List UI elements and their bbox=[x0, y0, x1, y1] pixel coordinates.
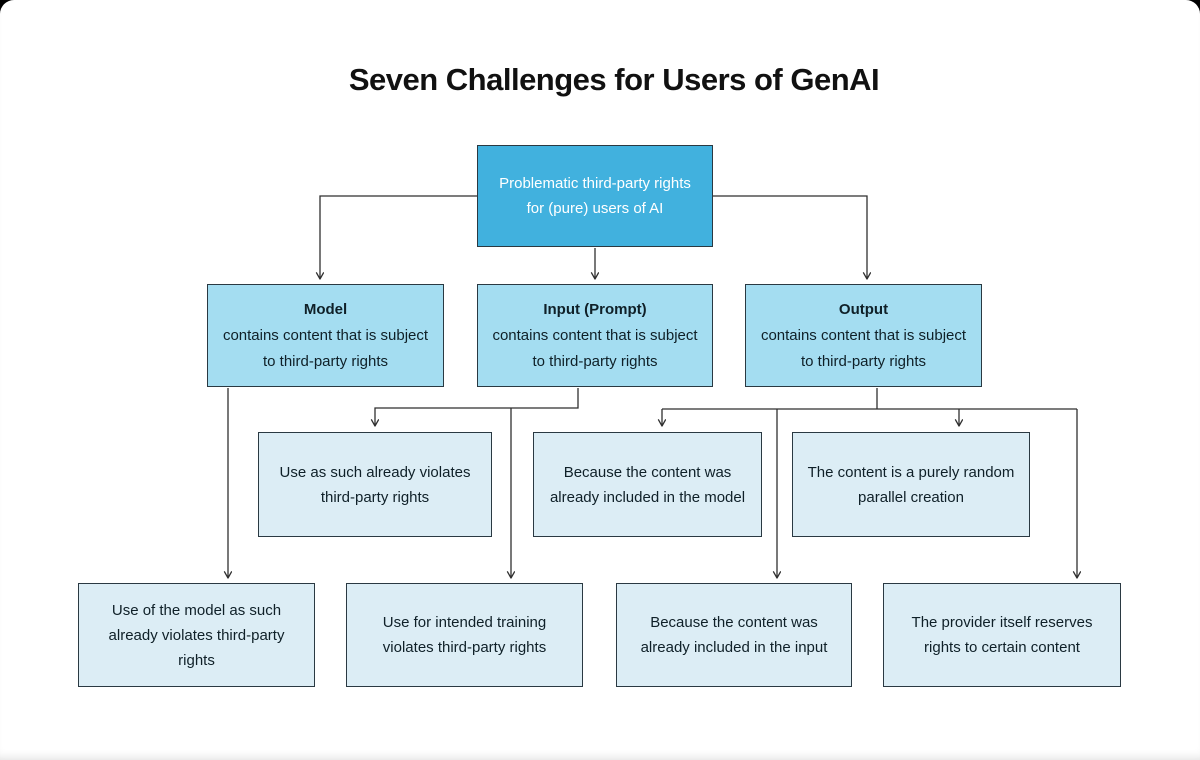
node-included-in-input: Because the content was already included… bbox=[616, 583, 852, 687]
node-model-body: contains content that is subject to thir… bbox=[222, 326, 429, 370]
node-root-label: Problematic third-party rights for (pure… bbox=[499, 175, 691, 217]
node-use-as-such: Use as such already violates third-party… bbox=[258, 432, 492, 537]
node-output-heading: Output bbox=[838, 300, 889, 318]
node-intended-training-label: Use for intended training violates third… bbox=[382, 614, 547, 656]
node-use-as-such-label: Use as such already violates third-party… bbox=[279, 463, 471, 506]
connector-input-to-mid1 bbox=[375, 388, 579, 426]
node-input-prompt: Input (Prompt) contains content that is … bbox=[477, 284, 713, 387]
node-included-in-model: Because the content was already included… bbox=[533, 432, 762, 537]
node-included-in-model-label: Because the content was already included… bbox=[549, 463, 746, 506]
node-provider-reserves-rights-label: The provider itself reserves rights to c… bbox=[911, 614, 1093, 656]
node-intended-training: Use for intended training violates third… bbox=[346, 583, 583, 687]
node-use-of-model-as-such-label: Use of the model as such already violate… bbox=[108, 601, 285, 669]
node-random-parallel-creation-label: The content is a purely random parallel … bbox=[807, 463, 1015, 506]
node-provider-reserves-rights: The provider itself reserves rights to c… bbox=[883, 583, 1121, 687]
node-input-body: contains content that is subject to thir… bbox=[492, 326, 698, 370]
node-use-of-model-as-such: Use of the model as such already violate… bbox=[78, 583, 315, 687]
node-model-heading: Model bbox=[303, 300, 348, 318]
page-title: Seven Challenges for Users of GenAI bbox=[348, 62, 880, 97]
node-included-in-input-label: Because the content was already included… bbox=[640, 614, 828, 656]
node-root-problematic-rights: Problematic third-party rights for (pure… bbox=[477, 145, 713, 247]
node-model: Model contains content that is subject t… bbox=[207, 284, 444, 387]
node-output-body: contains content that is subject to thir… bbox=[760, 326, 967, 370]
connector-root-to-output bbox=[713, 195, 867, 279]
node-input-heading: Input (Prompt) bbox=[543, 300, 647, 318]
node-output: Output contains content that is subject … bbox=[745, 284, 982, 387]
node-random-parallel-creation: The content is a purely random parallel … bbox=[792, 432, 1030, 537]
connector-root-to-model bbox=[320, 195, 477, 279]
